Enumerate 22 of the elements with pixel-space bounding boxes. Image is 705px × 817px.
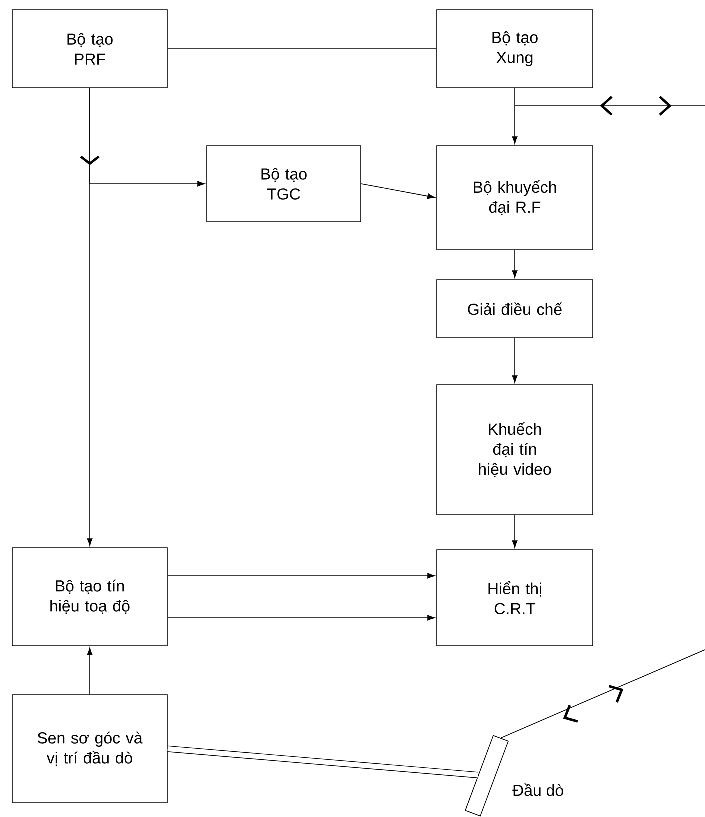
probe-label: Đầu dò [512, 784, 564, 796]
arrow [361, 184, 436, 200]
arrow [168, 573, 436, 579]
connector-line [168, 48, 437, 50]
process-box: Bộ tạo PRF [12, 10, 168, 88]
arrow [168, 615, 436, 621]
connector-line [168, 746, 479, 778]
process-box: Bộ tạo TGC [206, 146, 362, 222]
process-box: Giải điều chế [436, 280, 594, 338]
arrow [87, 648, 93, 695]
process-box: Hiển thị C.R.T [436, 550, 594, 646]
arrow [90, 88, 206, 187]
arrow [512, 88, 518, 144]
process-box: Sen sơ góc và vị trí đầu dò [12, 694, 168, 804]
arrow [512, 515, 518, 548]
process-box: Bộ tạo tín hiệu toạ độ [12, 548, 168, 646]
arrow [512, 250, 518, 278]
arrow [512, 338, 518, 384]
process-box: Bộ tạo Xung [436, 10, 594, 88]
connector-line [500, 650, 705, 739]
process-box: Khuếch đại tín hiệu video [436, 384, 594, 516]
process-box: Bộ khuyếch đại R.F [436, 146, 594, 250]
